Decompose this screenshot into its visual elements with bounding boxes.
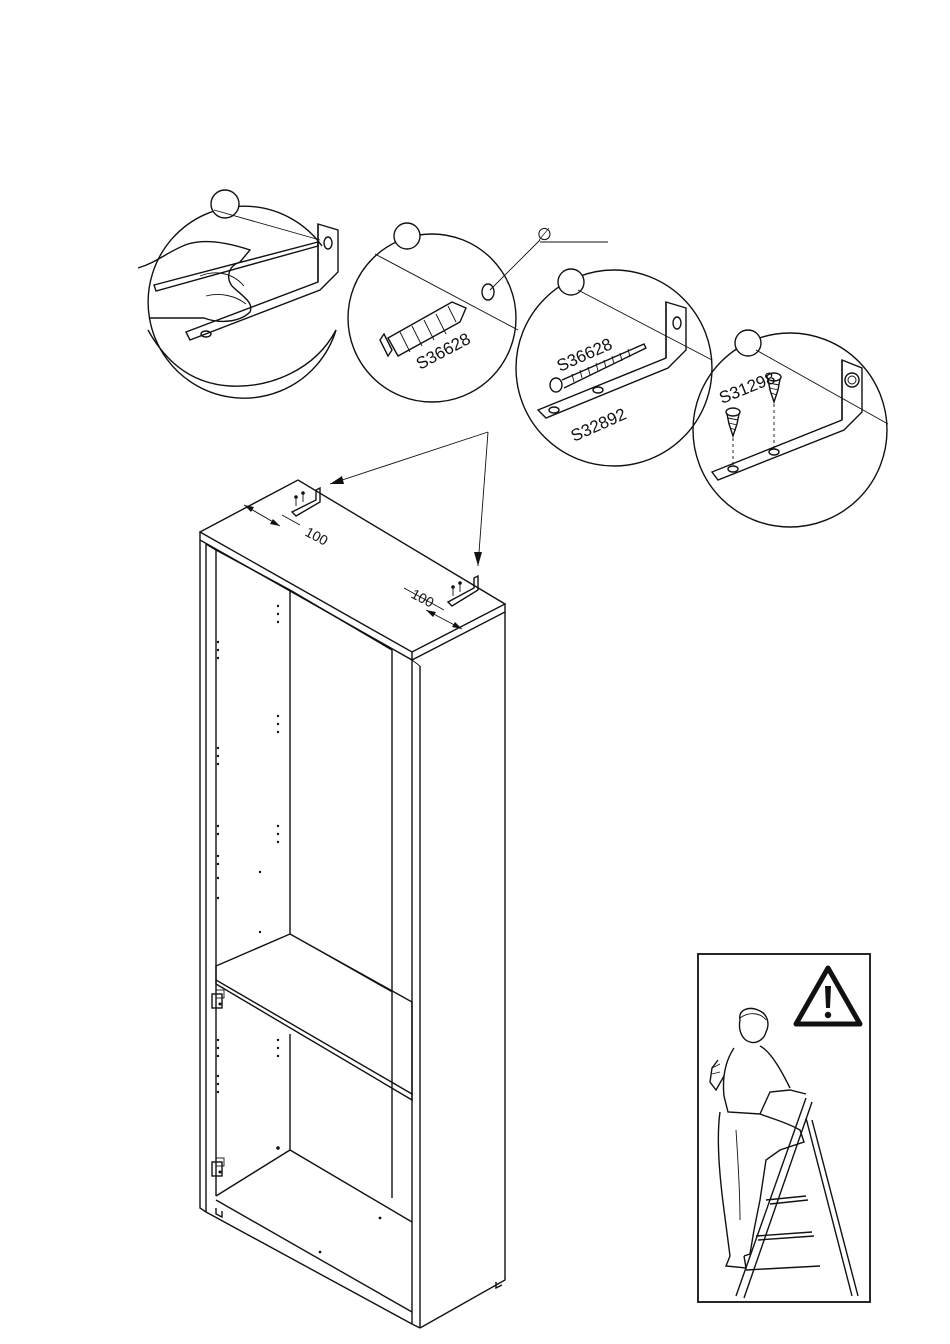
short-screw-icon xyxy=(726,408,740,436)
detail-step-1-mark-hole xyxy=(138,190,338,398)
wall-plug-part-label: S36628 xyxy=(413,329,474,373)
step-number-circle-1 xyxy=(211,190,239,218)
step-number-circle-4 xyxy=(735,330,761,356)
diameter-symbol: ∅ xyxy=(537,225,552,244)
detail-step-3-bracket-to-wall: S36628 S32892 xyxy=(516,269,712,466)
short-screw-part-label: S31298 xyxy=(716,368,777,408)
cabinet-top-brackets xyxy=(292,488,478,606)
left-offset-dimension: 100 xyxy=(303,524,331,549)
hinge-icon xyxy=(212,990,224,1008)
detail-step-2-wall-plug: ∅ S36628 xyxy=(348,223,608,402)
hand-icon xyxy=(138,242,251,322)
pencil-icon xyxy=(154,242,318,291)
cabinet xyxy=(200,480,505,1328)
safety-warning-panel xyxy=(698,954,870,1302)
right-offset-dimension: 100 xyxy=(409,586,437,611)
step-number-circle-2 xyxy=(394,223,420,249)
bracket-part-label: S32892 xyxy=(568,404,629,445)
hinge-icon xyxy=(212,1158,224,1176)
detail-step-4-bracket-to-cabinet: S31298 xyxy=(693,330,888,527)
